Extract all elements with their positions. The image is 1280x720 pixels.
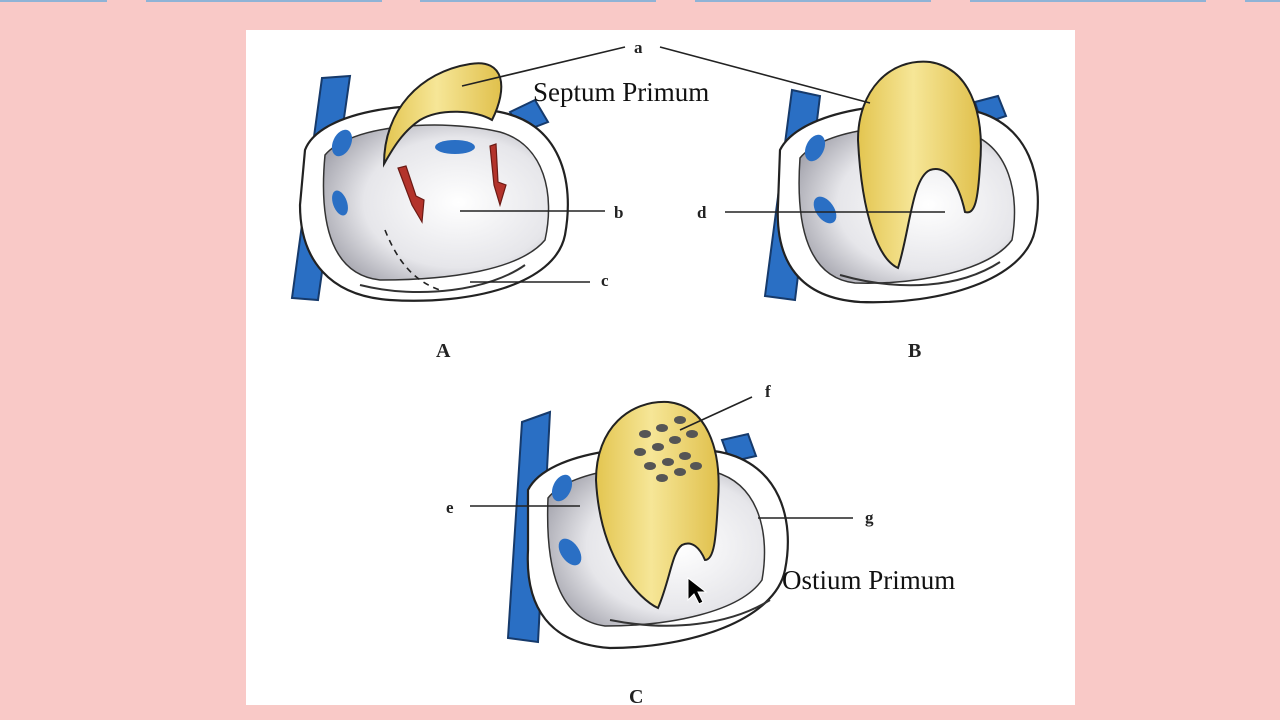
arrow-icon <box>489 143 507 208</box>
label-e: e <box>446 498 454 517</box>
septum-primum-a <box>382 62 503 168</box>
mouse-cursor-icon <box>687 576 708 605</box>
top-progress-strip <box>0 0 1280 2</box>
label-b: b <box>614 203 623 222</box>
endocardial-cushion-c <box>359 264 526 293</box>
septum-primum-callout: Septum Primum <box>533 77 709 107</box>
panel-caption-c: C <box>629 686 643 708</box>
perforations-f <box>634 416 702 482</box>
pointer-lines <box>460 46 945 519</box>
panel-caption-a: A <box>436 340 451 362</box>
label-a: a <box>634 38 643 57</box>
panel-caption-b: B <box>908 340 921 362</box>
panel-b-heart <box>763 60 1039 304</box>
ostium-primum-callout: Ostium Primum <box>782 565 955 595</box>
arrow-icon <box>397 165 425 224</box>
panel-c-heart <box>506 400 789 650</box>
label-c: c <box>601 271 609 290</box>
label-f: f <box>765 382 771 401</box>
label-g: g <box>865 508 874 527</box>
label-d: d <box>697 203 707 222</box>
septum-primum-b <box>856 60 982 270</box>
panel-a-heart <box>290 62 569 302</box>
